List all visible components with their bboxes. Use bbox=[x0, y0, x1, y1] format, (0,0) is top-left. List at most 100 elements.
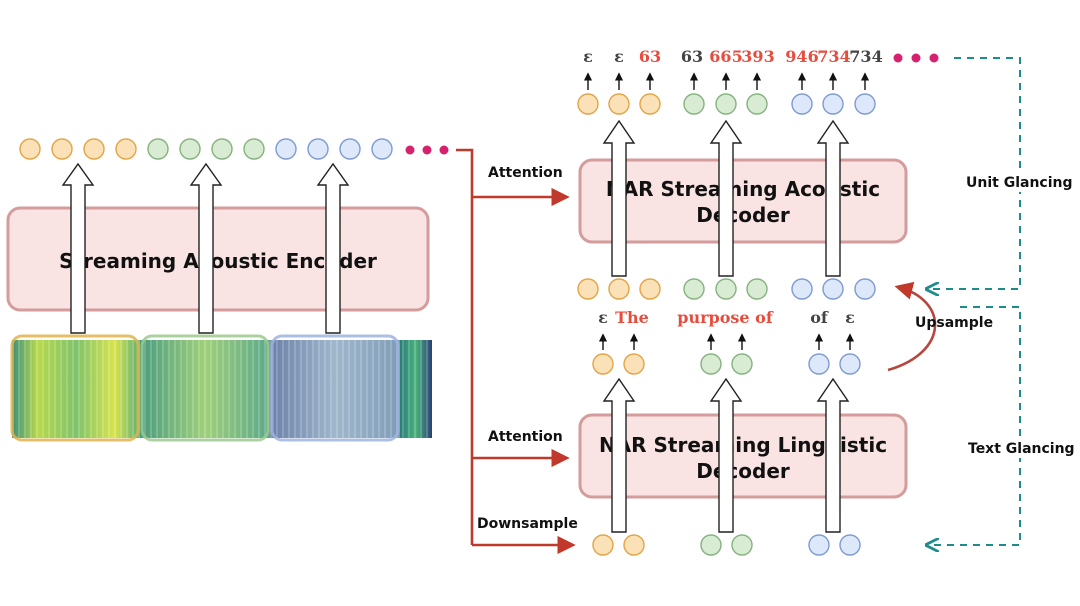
text-glancing-label: Text Glancing bbox=[968, 441, 1075, 457]
unit-token: 393 bbox=[741, 47, 774, 66]
attention-top-label: Attention bbox=[488, 165, 563, 181]
unit-token: 63 bbox=[681, 47, 703, 66]
unit-circle-blue bbox=[371, 138, 393, 160]
unit-circle-green bbox=[746, 93, 768, 115]
unit-circle-green bbox=[715, 278, 737, 300]
unit-circle-orange bbox=[592, 353, 614, 375]
hollow-arrow bbox=[816, 119, 850, 277]
unit-circle-green bbox=[211, 138, 233, 160]
unit-circle-orange bbox=[83, 138, 105, 160]
unit-circle-blue bbox=[839, 353, 861, 375]
text-token: purpose of bbox=[677, 308, 774, 327]
unit-circle-blue bbox=[339, 138, 361, 160]
upsampled-units bbox=[577, 278, 876, 300]
hollow-arrow bbox=[316, 162, 350, 334]
upsample-label: Upsample bbox=[915, 315, 993, 331]
linguistic-decoder-output-units bbox=[592, 353, 861, 375]
hollow-arrow bbox=[602, 119, 636, 277]
text-token: ε bbox=[598, 308, 608, 327]
ellipsis-dot bbox=[893, 53, 903, 63]
hollow-arrow bbox=[816, 377, 850, 533]
unit-circle-blue bbox=[854, 93, 876, 115]
unit-circle-orange bbox=[639, 278, 661, 300]
nar-streaming-acoustic-decoder bbox=[578, 158, 908, 244]
ellipsis-dot bbox=[422, 145, 432, 155]
unit-token: 734 bbox=[817, 47, 850, 66]
encoder-label: Streaming Acoustic Encoder bbox=[59, 249, 377, 273]
unit-circle-blue bbox=[839, 534, 861, 556]
hollow-arrow bbox=[709, 377, 743, 533]
unit-glancing-label: Unit Glancing bbox=[966, 175, 1073, 191]
unit-token: ε bbox=[614, 47, 624, 66]
unit-circle-green bbox=[731, 353, 753, 375]
text-token: of bbox=[810, 308, 829, 327]
unit-circle-blue bbox=[808, 534, 830, 556]
streaming-acoustic-encoder bbox=[6, 206, 430, 312]
unit-circle-blue bbox=[822, 278, 844, 300]
unit-circle-green bbox=[700, 353, 722, 375]
unit-circle-blue bbox=[822, 93, 844, 115]
spectrogram-chunk-2 bbox=[140, 334, 270, 442]
spectrogram-chunk-3 bbox=[270, 334, 400, 442]
text-token: ε bbox=[845, 308, 855, 327]
unit-token: 63 bbox=[639, 47, 661, 66]
hollow-arrow bbox=[602, 377, 636, 533]
unit-circle-blue bbox=[275, 138, 297, 160]
attention-bottom-label: Attention bbox=[488, 429, 563, 445]
unit-token: 946 bbox=[785, 47, 818, 66]
unit-circle-green bbox=[715, 93, 737, 115]
hollow-arrow bbox=[61, 162, 95, 334]
unit-circle-orange bbox=[608, 93, 630, 115]
unit-token-arrows bbox=[583, 72, 870, 90]
unit-circle-orange bbox=[51, 138, 73, 160]
unit-circle-orange bbox=[19, 138, 41, 160]
downsample-label: Downsample bbox=[477, 516, 578, 532]
unit-circle-green bbox=[700, 534, 722, 556]
unit-circle-orange bbox=[577, 93, 599, 115]
text-glancing-path bbox=[928, 306, 1021, 545]
linguistic-decoder-label-line2: Decoder bbox=[696, 459, 790, 483]
glancing-paths bbox=[928, 57, 1021, 545]
acoustic-decoder-output-units bbox=[577, 93, 876, 115]
unit-glancing-path bbox=[928, 57, 1021, 289]
unit-circle-green bbox=[147, 138, 169, 160]
text-token: The bbox=[615, 308, 649, 327]
unit-circle-blue bbox=[791, 278, 813, 300]
nar-streaming-linguistic-decoder bbox=[578, 413, 908, 499]
unit-circle-green bbox=[683, 93, 705, 115]
unit-circle-orange bbox=[608, 278, 630, 300]
unit-token: 734 bbox=[849, 47, 882, 66]
unit-circle-orange bbox=[577, 278, 599, 300]
ellipsis-dot bbox=[911, 53, 921, 63]
encoder-output-units bbox=[19, 138, 449, 160]
hollow-arrow bbox=[709, 119, 743, 277]
upsample-arrow bbox=[887, 281, 937, 372]
encoder-hollow-arrows bbox=[61, 162, 350, 334]
unit-circle-orange bbox=[115, 138, 137, 160]
text-tokens: ε The purpose of of ε bbox=[598, 308, 855, 327]
unit-circle-green bbox=[243, 138, 265, 160]
spectrogram bbox=[10, 334, 432, 442]
unit-circle-blue bbox=[307, 138, 329, 160]
unit-circle-blue bbox=[791, 93, 813, 115]
hollow-arrow bbox=[189, 162, 223, 334]
unit-circle-orange bbox=[623, 353, 645, 375]
red-routing bbox=[456, 148, 576, 555]
linguistic-decoder-label-line1: NAR Streaming Linguistic bbox=[599, 433, 887, 457]
unit-circle-green bbox=[746, 278, 768, 300]
downsampled-units bbox=[592, 534, 861, 556]
unit-circle-orange bbox=[592, 534, 614, 556]
unit-circle-blue bbox=[808, 353, 830, 375]
unit-circle-orange bbox=[639, 93, 661, 115]
acoustic-decoder-label-line2: Decoder bbox=[696, 203, 790, 227]
unit-circle-green bbox=[731, 534, 753, 556]
unit-tokens: ε ε 63 63 665 393 946 734 734 bbox=[583, 47, 883, 66]
unit-circle-orange bbox=[623, 534, 645, 556]
unit-circle-green bbox=[683, 278, 705, 300]
unit-token: 665 bbox=[709, 47, 742, 66]
ellipsis-dot bbox=[405, 145, 415, 155]
spectrogram-chunk-1 bbox=[10, 334, 140, 442]
text-token-arrows bbox=[598, 333, 855, 350]
unit-circle-green bbox=[179, 138, 201, 160]
unit-token: ε bbox=[583, 47, 593, 66]
